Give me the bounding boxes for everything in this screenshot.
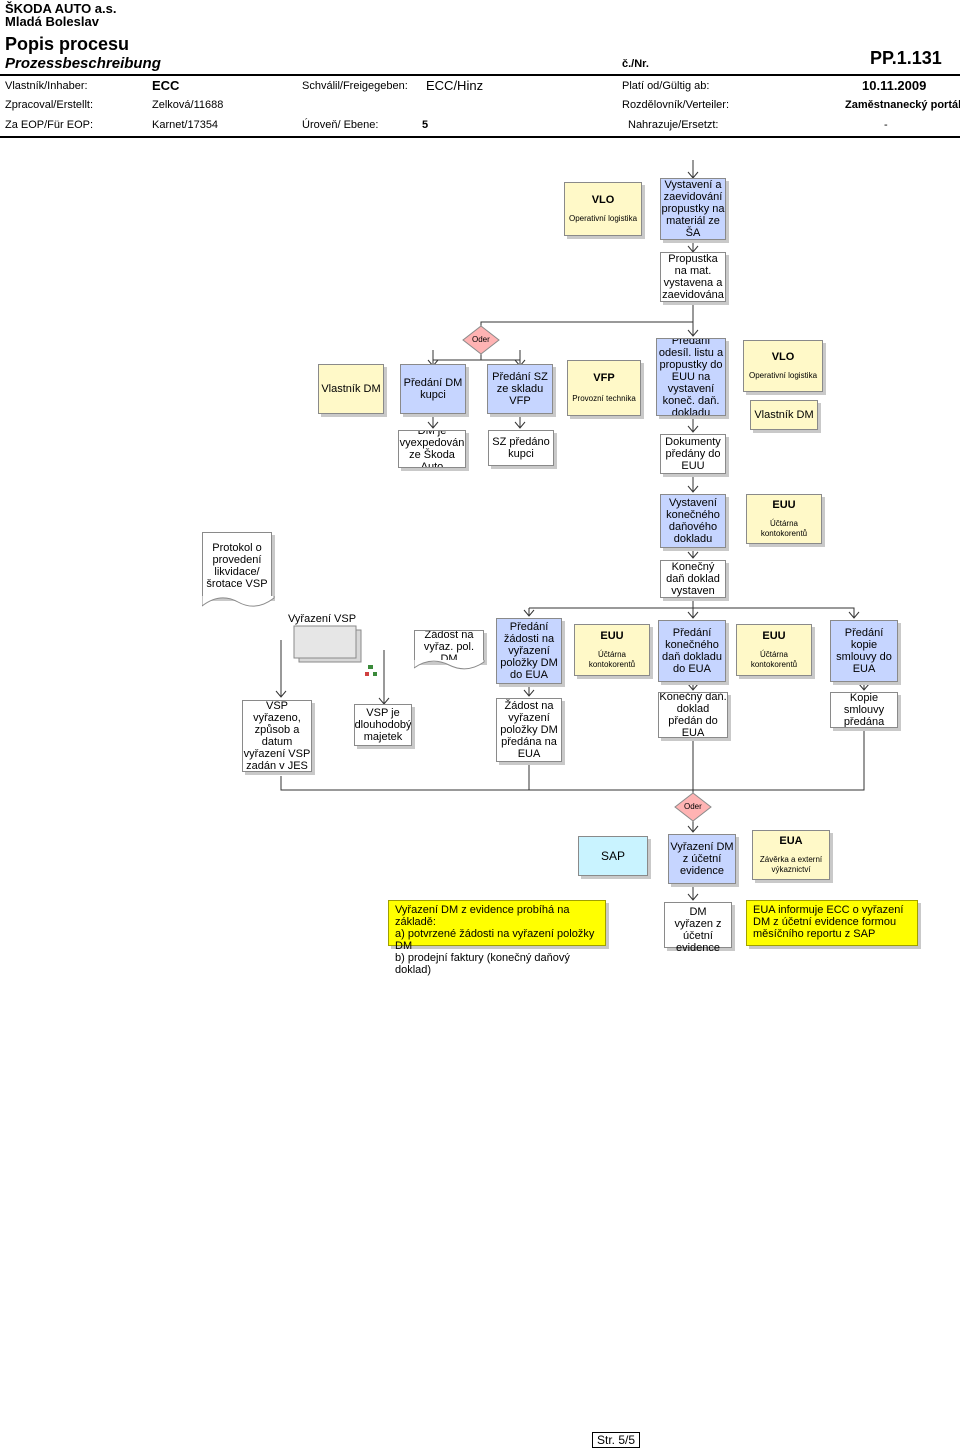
header-divider-bottom (0, 136, 960, 138)
processed-label: Zpracoval/Erstellt: (5, 99, 94, 111)
function-handover-sz: Předání SZ ze skladu VFP (487, 364, 553, 414)
operator-oder-2 (674, 792, 712, 822)
replaces-value: - (884, 119, 888, 131)
function-issue-final: Vystavení konečného daňového dokladu (660, 494, 726, 548)
owner-label: Vlastník/Inhaber: (5, 80, 88, 92)
page-number: Str. 5/5 (592, 1432, 640, 1448)
doc-number: PP.1.131 (870, 48, 942, 68)
event-docs-handed: Dokumenty předány do EUU (660, 434, 726, 474)
process-interface-icon (293, 625, 362, 663)
function-issue-pass: Vystavení a zaevidování propustky na mat… (660, 178, 726, 240)
event-final-sent: Konečný daň. doklad předán do EUA (658, 692, 728, 738)
note-left: Vyřazení DM z evidence probíhá na základ… (388, 900, 606, 976)
oder-label-2: Oder (684, 802, 702, 811)
oder-label-1: Oder (472, 335, 490, 344)
event-dm-removed: DM vyřazen z účetní evidence (664, 902, 732, 954)
note-right: EUA informuje ECC o vyřazení DM z účetní… (746, 900, 918, 946)
approved-value: ECC/Hinz (426, 78, 484, 93)
operator-oder-1 (462, 325, 500, 355)
event-dm-dispatched: DM je vyexpedován ze Škoda Auto (398, 430, 466, 468)
function-handover-list: Předání odesíl. listu a propustky do EUU… (656, 338, 726, 416)
event-vsp-long: VSP je dlouhodobý majetek (354, 704, 412, 746)
level-label: Úroveň/ Ebene: (302, 119, 379, 131)
page-subtitle: Prozessbeschreibung (5, 55, 161, 72)
process-vyrazeni-vsp: Vyřazení VSP (288, 613, 357, 625)
company-city: Mladá Boleslav (5, 14, 99, 29)
company-name: ŠKODA AUTO a.s. (5, 1, 117, 16)
event-vsp-disposed: VSP vyřazeno, způsob a datum vyřazení VS… (242, 700, 312, 772)
distribution-value: Zaměstnanecký portál (845, 99, 960, 111)
owner-value: ECC (152, 78, 180, 93)
org-unit-owner-dm: Vlastník DM (318, 364, 384, 414)
org-unit-vlo-owner: Vlastník DM (750, 400, 818, 430)
function-handover-request: Předání žádosti na vyřazení položky DM d… (496, 618, 562, 684)
processed-value: Zelková/11688 (152, 99, 224, 111)
event-copy-sent: Kopie smlouvy předána (830, 692, 898, 728)
eop-value: Karnet/17354 (152, 119, 219, 131)
system-sap: SAP (578, 836, 648, 876)
function-handover-copy: Předání kopie smlouvy do EUA (830, 620, 898, 682)
valid-value: 10.11.2009 (862, 78, 927, 93)
eop-label: Za EOP/Für EOP: (5, 119, 94, 131)
function-remove-dm: Vyřazení DM z účetní evidence (668, 834, 736, 884)
document-request: Žádost na vyřaz. pol. DM (414, 630, 484, 662)
page-title: Popis procesu (5, 34, 130, 54)
header-divider-top (0, 74, 960, 76)
document-protocol: Protokol o provedení likvidace/ šrotace … (202, 532, 272, 598)
event-sz-handed: SZ předáno kupci (488, 430, 554, 466)
event-request-sent: Žádost na vyřazení položky DM předána na… (496, 698, 562, 762)
hierarchy-icon (365, 665, 377, 676)
document-request-wave (414, 660, 485, 670)
event-pass-done: Propustka na mat. vystavena a zaevidován… (660, 252, 726, 302)
replaces-label: Nahrazuje/Ersetzt: (628, 119, 719, 131)
valid-label: Platí od/Gültig ab: (622, 80, 710, 92)
function-handover-final: Předání konečného daň dokladu do EUA (658, 620, 726, 682)
approved-label: Schválil/Freigegeben: (302, 80, 408, 92)
distribution-label: Rozdělovník/Verteiler: (622, 99, 729, 111)
document-protocol-wave (202, 596, 275, 607)
level-value: 5 (422, 119, 429, 131)
doc-no-label: č./Nr. (622, 58, 649, 70)
function-handover-dm: Předání DM kupci (400, 364, 466, 414)
event-final-issued: Konečný daň doklad vystaven (660, 560, 726, 598)
